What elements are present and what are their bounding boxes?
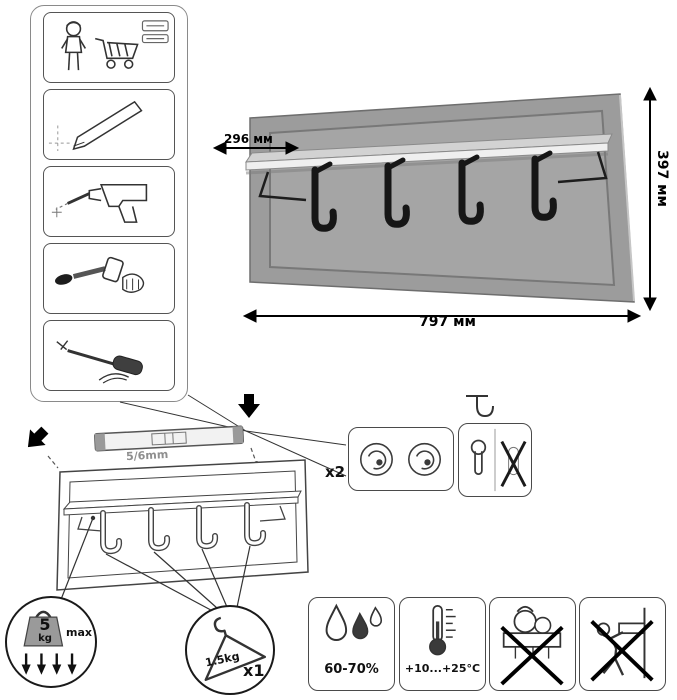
temperature-range-label: +10...+25°C bbox=[404, 662, 481, 675]
max-weight-value: 5 bbox=[39, 615, 51, 634]
step-drill-holes bbox=[43, 166, 175, 237]
no-hanging-person-icon bbox=[590, 607, 654, 682]
shelf-support-right bbox=[557, 151, 608, 184]
step-screw-fix bbox=[43, 320, 175, 391]
max-weight-badge: 5 kg max bbox=[5, 596, 97, 688]
hooks bbox=[311, 155, 557, 232]
depth-dimension-label: 296 мм bbox=[224, 132, 273, 146]
mount-point-arrow-left bbox=[27, 426, 49, 448]
water-drops-icon bbox=[325, 603, 383, 641]
person-with-cart-icon bbox=[61, 20, 169, 71]
drill-size-label: 5/6mm bbox=[125, 447, 169, 464]
fastener-count-label: x2 bbox=[325, 463, 346, 481]
height-dimension-label: 397 мм bbox=[654, 150, 670, 207]
wall-plug-hammer-icon bbox=[55, 256, 145, 293]
depth-dimension-arrow bbox=[212, 141, 300, 155]
hanger-count-label: x1 bbox=[243, 661, 265, 680]
shelf-support-left bbox=[258, 171, 307, 202]
pencil-icon bbox=[48, 100, 143, 152]
max-weight-unit: kg bbox=[38, 633, 52, 644]
screw-head-icons bbox=[359, 442, 442, 476]
humidity-box: 60-70% bbox=[308, 597, 395, 691]
width-dimension-label: 797 мм bbox=[419, 314, 476, 330]
drill-icon bbox=[51, 183, 148, 223]
shelf-front bbox=[245, 142, 609, 171]
no-hanging-on-box bbox=[579, 597, 666, 691]
assembly-steps-panel bbox=[30, 5, 188, 402]
step-mark-position bbox=[43, 89, 175, 160]
product-view bbox=[212, 86, 657, 323]
no-heavy-load-box bbox=[489, 597, 576, 691]
keyhole-mount-box bbox=[458, 423, 532, 497]
max-label: max bbox=[66, 626, 92, 639]
screwdriver-icon bbox=[56, 340, 143, 384]
hanger-load-badge: 1.5kg x1 bbox=[185, 605, 275, 695]
weight-icon bbox=[21, 610, 77, 675]
temperature-box: +10...+25°C bbox=[399, 597, 486, 691]
rack-outline bbox=[56, 459, 309, 591]
width-dimension-arrow bbox=[242, 309, 642, 323]
mount-point-arrow bbox=[238, 394, 260, 418]
fastener-screws-box bbox=[348, 427, 454, 491]
step-insert-plug bbox=[43, 243, 175, 314]
no-heavy-load-icon bbox=[500, 605, 564, 686]
keyhole-and-prohibited-icons bbox=[470, 428, 527, 492]
hanger-icon bbox=[204, 616, 266, 682]
spirit-level-icon bbox=[94, 425, 245, 452]
humidity-range-label: 60-70% bbox=[324, 662, 379, 677]
installation-diagram bbox=[27, 394, 347, 617]
step-prepare-parts bbox=[43, 12, 175, 83]
thermometer-icon bbox=[429, 604, 456, 656]
height-dimension-arrow bbox=[643, 86, 657, 312]
hanging-bracket-icon bbox=[466, 395, 494, 418]
